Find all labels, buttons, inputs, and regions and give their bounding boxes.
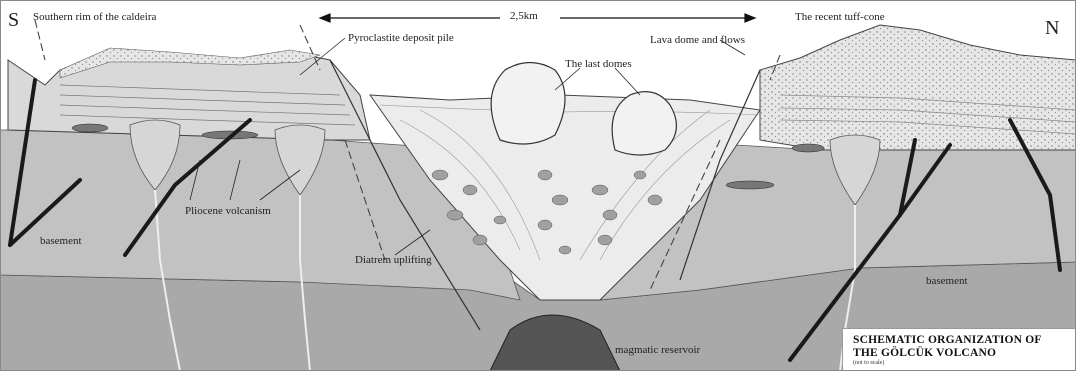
diatrem-label: Diatrem uplifting (355, 255, 432, 266)
scale-label: 2,5km (510, 11, 538, 22)
title-note: (not to scale) (853, 360, 884, 366)
title-line-2: THE GÖLCÜK VOLCANO (853, 347, 996, 359)
dome-left (491, 63, 565, 145)
pliocene-label: Pliocene volcanism (185, 206, 271, 217)
tuff-cone-label: The recent tuff-cone (795, 12, 885, 23)
pyroclastite-label: Pyroclastite deposit pile (348, 33, 454, 44)
reservoir-label: magmatic reservoir (615, 345, 700, 356)
tuff-cone (760, 25, 1076, 150)
southern-rim-label: Southern rim of the caldeira (33, 12, 156, 23)
north-label: N (1045, 18, 1059, 38)
south-label: S (8, 10, 19, 30)
title-box: SCHEMATIC ORGANIZATION OF THE GÖLCÜK VOL… (842, 328, 1075, 370)
lava-dome-label: Lava dome and flows (650, 35, 745, 46)
basement-label-left: basement (40, 236, 82, 247)
dome-right (612, 92, 676, 155)
basement-label-right: basement (926, 276, 968, 287)
last-domes-label: The last domes (565, 59, 632, 70)
title-line-1: SCHEMATIC ORGANIZATION OF (853, 334, 1042, 346)
